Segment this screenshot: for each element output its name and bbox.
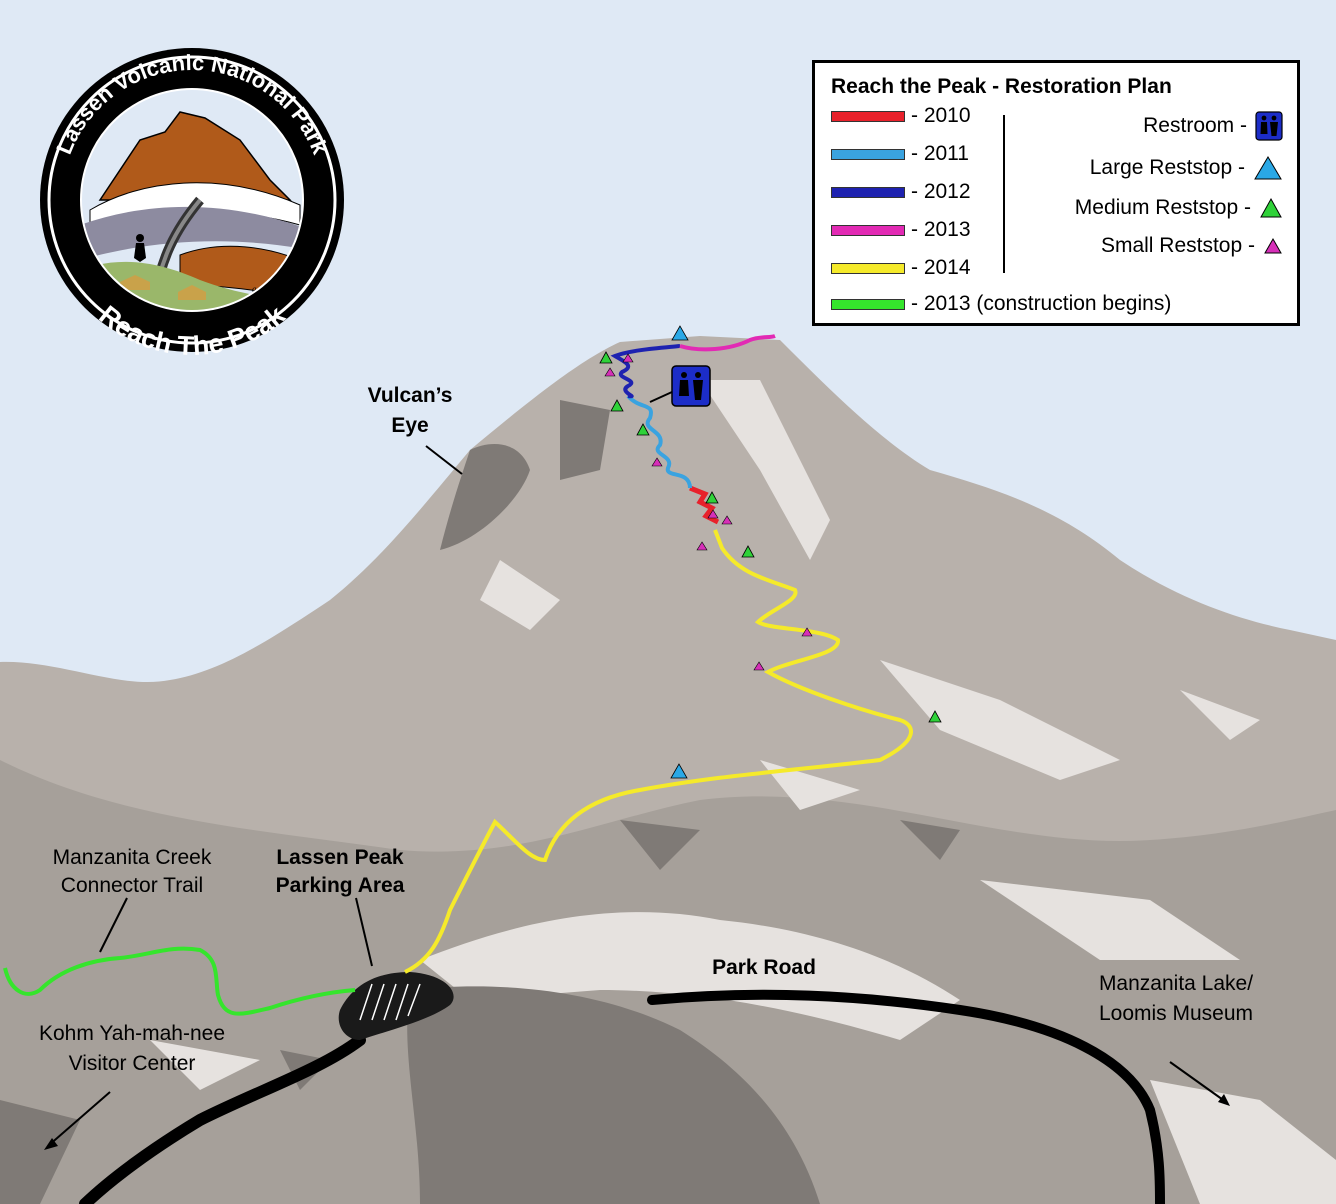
legend-divider — [1003, 115, 1005, 273]
legend-row-2011: - 2011 — [831, 139, 969, 169]
connector-trail-label-1: Manzanita Creek — [53, 846, 212, 869]
trail-2011 — [626, 394, 692, 489]
legend-restroom-row: Restroom - — [1143, 109, 1283, 143]
vulcans-eye-label-2: Eye — [391, 414, 428, 437]
park-road — [647, 989, 1165, 1204]
legend-large-row: Large Reststop - — [1090, 151, 1283, 185]
vulcans-eye-label-1: Vulcan’s — [368, 384, 453, 407]
swatch-2011 — [831, 148, 905, 160]
trail-2010 — [689, 485, 720, 525]
large-reststops — [670, 325, 689, 779]
visitor-center-label-2: Visitor Center — [69, 1052, 196, 1075]
swatch-2010 — [831, 110, 905, 122]
legend-restroom-label: Restroom - — [1143, 114, 1247, 137]
legend-small-row: Small Reststop - — [1101, 229, 1283, 263]
legend-small-label: Small Reststop - — [1100, 234, 1255, 257]
legend-medium-row: Medium Reststop - — [1075, 191, 1283, 225]
swatch-construction — [831, 298, 905, 310]
connector-trail-2013 — [3, 946, 356, 1016]
parking-area — [338, 972, 454, 1040]
medium-reststops — [599, 351, 942, 723]
legend-title: Reach the Peak - Restoration Plan — [831, 75, 1172, 98]
arrow-visitor-center — [44, 1138, 58, 1150]
leader-lines — [47, 391, 1227, 1147]
medium-triangle-icon — [1260, 197, 1282, 218]
swatch-2013 — [831, 224, 905, 236]
legend-label-construction: - 2013 (construction begins) — [911, 292, 1172, 315]
parking-label-1: Lassen Peak — [276, 846, 404, 869]
large-triangle-icon — [1254, 156, 1282, 180]
dark-rock — [0, 400, 960, 1204]
legend-label-2013: - 2013 — [911, 218, 971, 241]
visitor-center-label-1: Kohm Yah-mah-nee — [39, 1022, 225, 1045]
small-reststops — [604, 353, 813, 671]
legend-row-2010: - 2010 — [831, 101, 971, 131]
manzanita-lake-label-2: Loomis Museum — [1099, 1002, 1253, 1025]
legend: Reach the Peak - Restoration Plan - 2010… — [812, 60, 1300, 326]
swatch-2012 — [831, 186, 905, 198]
connector-trail-label-2: Connector Trail — [61, 874, 203, 897]
legend-large-label: Large Reststop - — [1089, 156, 1245, 179]
manzanita-lake-label-1: Manzanita Lake/ — [1099, 972, 1253, 995]
park-road-label: Park Road — [712, 956, 816, 979]
arrow-manzanita-lake — [1218, 1094, 1230, 1106]
small-triangle-icon — [1264, 237, 1282, 254]
parking-label-2: Parking Area — [276, 874, 405, 897]
trail-2012 — [610, 344, 681, 399]
legend-row-construction: - 2013 (construction begins) — [831, 289, 1171, 319]
legend-row-2012: - 2012 — [831, 177, 971, 207]
legend-row-2013: - 2013 — [831, 215, 971, 245]
legend-row-2014: - 2014 — [831, 253, 971, 283]
restroom-icon — [671, 365, 711, 407]
swatch-2014 — [831, 262, 905, 274]
parking-stripes — [359, 983, 421, 1021]
legend-label-2010: - 2010 — [911, 104, 971, 127]
trail-2014 — [404, 529, 913, 974]
legend-label-2011: - 2011 — [911, 142, 969, 165]
snow-patches — [150, 380, 1336, 1204]
legend-medium-label: Medium Reststop - — [1074, 196, 1251, 219]
reach-the-peak-logo: a.s. Lassen Volcanic National Park Reach… — [40, 48, 344, 361]
legend-label-2012: - 2012 — [911, 180, 971, 203]
park-road-west — [79, 1034, 366, 1204]
legend-label-2014: - 2014 — [911, 256, 971, 279]
legend-restroom-icon — [1255, 111, 1283, 141]
trail-2013 — [679, 334, 776, 352]
